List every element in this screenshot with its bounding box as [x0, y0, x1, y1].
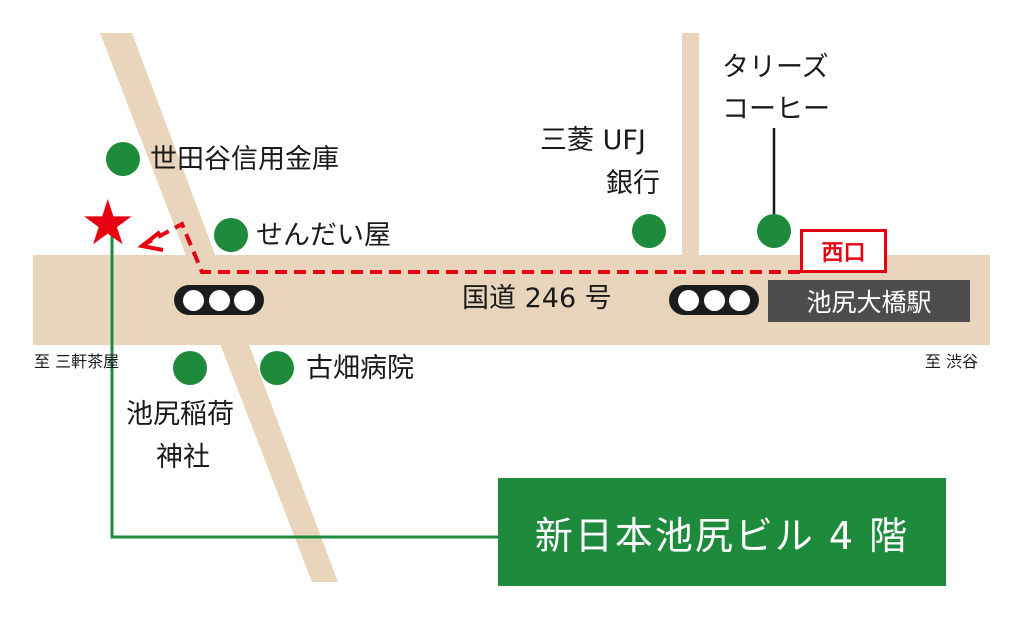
station-exit-label: 西口 [800, 229, 887, 273]
route-dashed-line [144, 221, 800, 274]
landmark-inari-line2: 神社 [156, 442, 210, 473]
landmark-dot-icon [173, 351, 207, 385]
direction-right: 至 渋谷 [925, 352, 979, 371]
landmark-dot-icon [260, 351, 294, 385]
route-arrowhead-icon [137, 230, 164, 252]
landmark-dot-icon [106, 142, 140, 176]
landmark-mufg-line2: 銀行 [606, 168, 660, 199]
destination-building-label: 新日本池尻ビル 4 階 [498, 478, 946, 586]
landmark-dot-icon [632, 214, 666, 248]
landmark-tullys-line1: タリーズ [722, 52, 829, 83]
landmark-setagaya-shinkin: 世田谷信用金庫 [150, 144, 339, 175]
walking-route-line [110, 228, 498, 539]
landmark-inari-line1: 池尻稲荷 [126, 399, 234, 430]
landmark-dot-icon [757, 214, 791, 248]
landmark-tullys-line2: コーヒー [722, 94, 830, 125]
road-label: 国道 246 号 [462, 283, 612, 314]
destination-star-icon: ★ [80, 186, 136, 259]
vertical-street [682, 33, 699, 263]
traffic-signal-icon [174, 285, 264, 315]
traffic-signal-icon [669, 285, 759, 315]
landmark-mufg-line1: 三菱 UFJ [540, 125, 646, 156]
landmark-furuhata-hospital: 古畑病院 [306, 353, 414, 384]
direction-left: 至 三軒茶屋 [34, 352, 120, 371]
station-label: 池尻大橋駅 [768, 280, 970, 322]
landmark-sendai-ya: せんだい屋 [256, 220, 391, 251]
landmark-dot-icon [214, 218, 248, 252]
